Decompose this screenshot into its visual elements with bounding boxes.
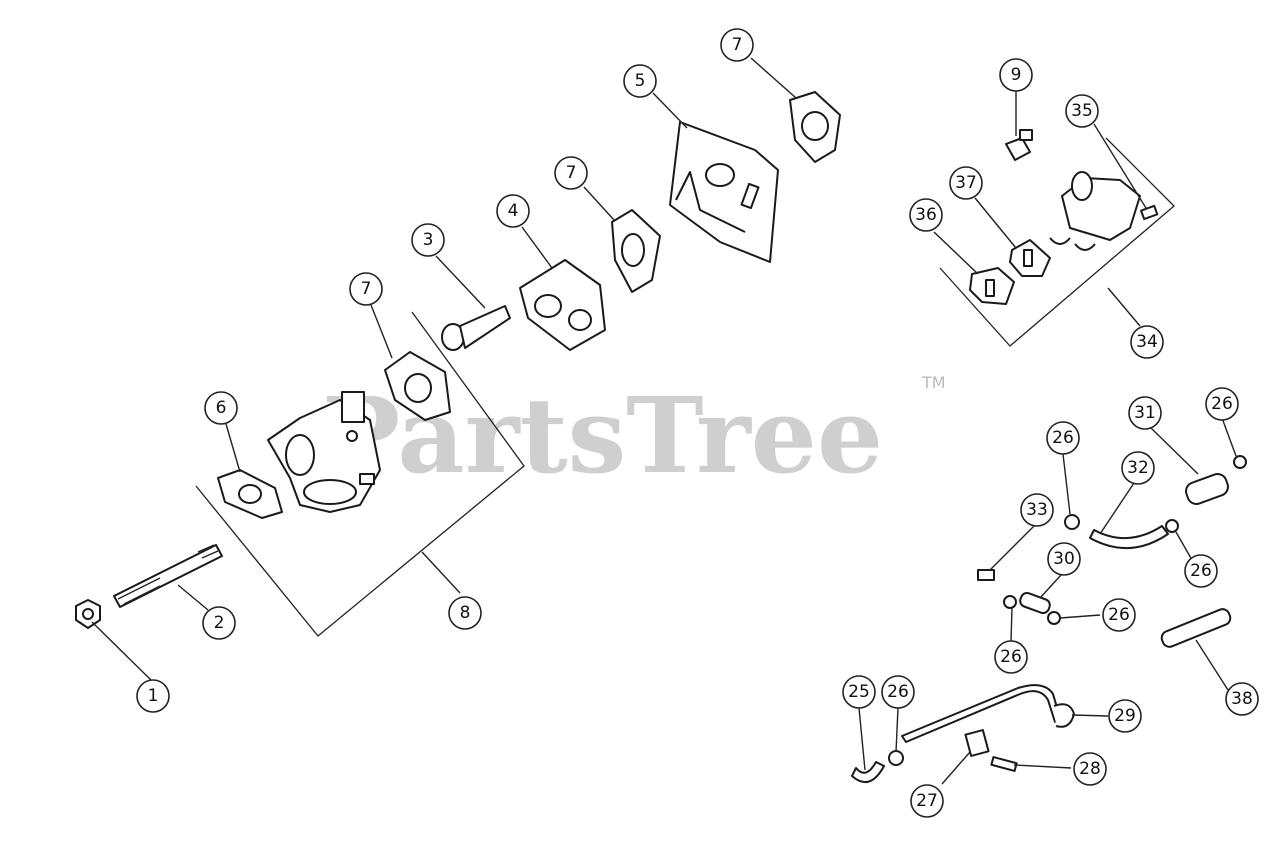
svg-text:8: 8 bbox=[460, 603, 471, 623]
fuel-pump-assembly[interactable] bbox=[1049, 171, 1141, 251]
carburetor-assembly[interactable] bbox=[267, 391, 381, 513]
callout-28[interactable]: 28 bbox=[1073, 752, 1107, 786]
part-30-fuel-hose-short[interactable] bbox=[1019, 591, 1052, 615]
callout-6[interactable]: 6 bbox=[204, 391, 238, 425]
callout-26-d[interactable]: 26 bbox=[1102, 598, 1136, 632]
part-27-clamp[interactable] bbox=[964, 729, 990, 757]
svg-text:5: 5 bbox=[635, 71, 646, 91]
callout-26-f[interactable]: 26 bbox=[881, 675, 915, 709]
callout-31[interactable]: 31 bbox=[1128, 396, 1162, 430]
leader-lines bbox=[91, 57, 1237, 785]
callout-33[interactable]: 33 bbox=[1020, 493, 1054, 527]
callout-7-middle[interactable]: 7 bbox=[554, 156, 588, 190]
callout-30[interactable]: 30 bbox=[1047, 542, 1081, 576]
callout-3[interactable]: 3 bbox=[411, 223, 445, 257]
svg-text:27: 27 bbox=[916, 791, 938, 811]
part-38-hose[interactable] bbox=[1160, 607, 1233, 649]
part-9-fitting[interactable] bbox=[1005, 129, 1033, 161]
svg-text:26: 26 bbox=[1108, 605, 1130, 625]
callout-4[interactable]: 4 bbox=[496, 194, 530, 228]
part-25-hose-elbow[interactable] bbox=[851, 761, 885, 784]
svg-text:28: 28 bbox=[1079, 759, 1101, 779]
svg-text:7: 7 bbox=[566, 163, 577, 183]
svg-text:30: 30 bbox=[1053, 549, 1075, 569]
svg-text:33: 33 bbox=[1026, 500, 1048, 520]
svg-text:9: 9 bbox=[1011, 65, 1022, 85]
part-6-gasket[interactable] bbox=[217, 469, 283, 519]
callout-5[interactable]: 5 bbox=[623, 64, 657, 98]
callout-29[interactable]: 29 bbox=[1108, 699, 1142, 733]
bracket-group-8 bbox=[195, 311, 525, 637]
svg-text:26: 26 bbox=[1211, 394, 1233, 414]
part-7-gasket-top[interactable] bbox=[789, 91, 841, 163]
part-28-screw[interactable] bbox=[990, 756, 1018, 772]
callout-35[interactable]: 35 bbox=[1065, 94, 1099, 128]
part-3-bolt[interactable] bbox=[441, 305, 511, 351]
callout-25[interactable]: 25 bbox=[842, 675, 876, 709]
callout-1[interactable]: 1 bbox=[136, 679, 170, 713]
svg-text:2: 2 bbox=[214, 613, 225, 633]
part-32-fuel-hose[interactable] bbox=[1089, 525, 1169, 549]
callout-26-c[interactable]: 26 bbox=[1184, 554, 1218, 588]
svg-text:38: 38 bbox=[1231, 689, 1253, 709]
part-35-screw[interactable] bbox=[1140, 204, 1159, 221]
part-31-fuel-filter[interactable] bbox=[1184, 471, 1231, 506]
svg-text:26: 26 bbox=[1190, 561, 1212, 581]
callout-7-top[interactable]: 7 bbox=[720, 28, 754, 62]
part-7-gasket-lower[interactable] bbox=[384, 351, 451, 421]
callout-38[interactable]: 38 bbox=[1225, 682, 1259, 716]
callout-26-a[interactable]: 26 bbox=[1205, 387, 1239, 421]
svg-text:3: 3 bbox=[423, 230, 434, 250]
callout-9[interactable]: 9 bbox=[999, 58, 1033, 92]
svg-text:37: 37 bbox=[955, 173, 977, 193]
svg-text:36: 36 bbox=[915, 205, 937, 225]
svg-text:26: 26 bbox=[1052, 428, 1074, 448]
callout-2[interactable]: 2 bbox=[202, 606, 236, 640]
svg-text:26: 26 bbox=[887, 682, 909, 702]
part-37-diaphragm[interactable] bbox=[1009, 239, 1051, 277]
part-1-nut[interactable] bbox=[75, 599, 101, 629]
part-36-cover-plate[interactable] bbox=[969, 267, 1015, 305]
svg-text:31: 31 bbox=[1134, 403, 1156, 423]
part-29-hose-elbow[interactable] bbox=[1053, 703, 1075, 728]
part-33-fitting[interactable] bbox=[977, 569, 995, 581]
part-26-clamps[interactable] bbox=[888, 455, 1247, 766]
svg-text:35: 35 bbox=[1071, 101, 1093, 121]
callout-8[interactable]: 8 bbox=[448, 596, 482, 630]
part-5-heat-shield[interactable] bbox=[669, 121, 779, 263]
part-4-spacer[interactable] bbox=[519, 259, 606, 351]
svg-text:29: 29 bbox=[1114, 706, 1136, 726]
svg-text:25: 25 bbox=[848, 682, 870, 702]
part-7-gasket-middle[interactable] bbox=[611, 209, 661, 293]
svg-text:34: 34 bbox=[1136, 332, 1158, 352]
callout-27[interactable]: 27 bbox=[910, 784, 944, 818]
svg-text:1: 1 bbox=[148, 686, 159, 706]
callout-26-e[interactable]: 26 bbox=[994, 640, 1028, 674]
callout-36[interactable]: 36 bbox=[909, 198, 943, 232]
svg-text:6: 6 bbox=[216, 398, 227, 418]
callout-26-b[interactable]: 26 bbox=[1046, 421, 1080, 455]
svg-text:7: 7 bbox=[732, 35, 743, 55]
svg-text:26: 26 bbox=[1000, 647, 1022, 667]
svg-text:7: 7 bbox=[361, 279, 372, 299]
part-2-stud[interactable] bbox=[113, 544, 223, 608]
callout-7-lower[interactable]: 7 bbox=[349, 272, 383, 306]
watermark-trademark: TM bbox=[921, 373, 946, 392]
svg-text:32: 32 bbox=[1127, 458, 1149, 478]
bracket-group-34 bbox=[939, 137, 1175, 347]
svg-text:4: 4 bbox=[508, 201, 519, 221]
callout-37[interactable]: 37 bbox=[949, 166, 983, 200]
callout-32[interactable]: 32 bbox=[1121, 451, 1155, 485]
callout-34[interactable]: 34 bbox=[1130, 325, 1164, 359]
